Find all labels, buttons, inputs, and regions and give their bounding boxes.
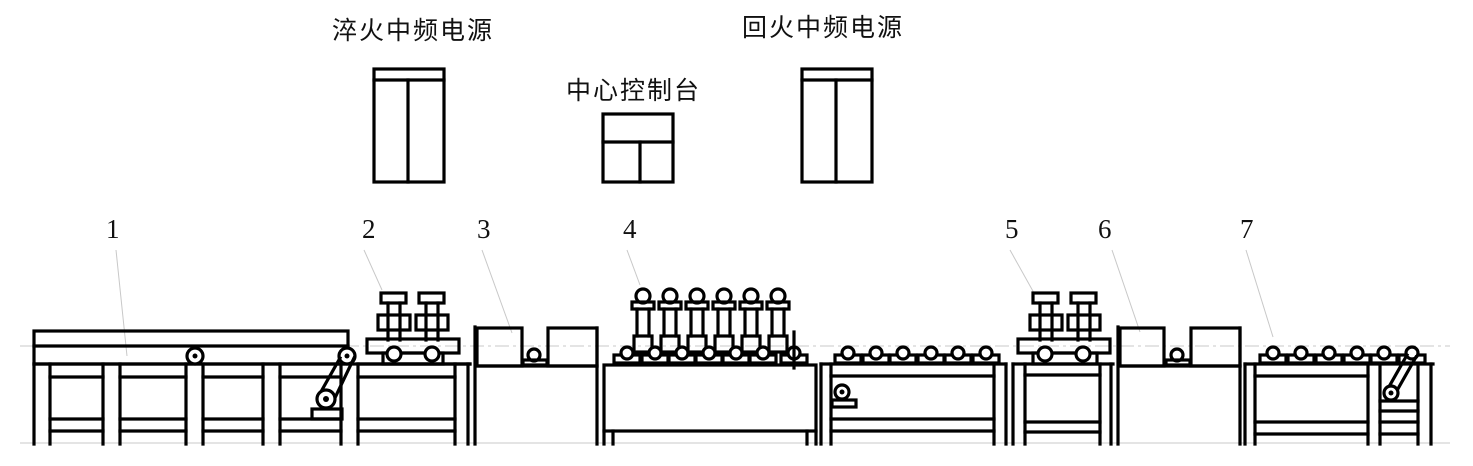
roller-icon (840, 345, 856, 361)
station-3-quench-heater (473, 325, 599, 446)
roller-icon (923, 345, 939, 361)
control-console-cabinet (601, 112, 675, 184)
control-console-label: 中心控制台 (566, 76, 701, 105)
station-label-3: 3 (477, 214, 491, 244)
roller-icon (755, 345, 771, 361)
quench-power-cabinet (372, 67, 446, 184)
station-5-pinch-roller (1011, 291, 1115, 446)
station-6-temper-heater (1116, 325, 1242, 446)
station-label-7: 7 (1240, 214, 1254, 244)
station-label-1: 1 (106, 214, 120, 244)
roller-icon (1376, 345, 1392, 361)
station-7-discharge-table (1243, 345, 1435, 446)
roller-icon (1349, 345, 1365, 361)
station-label-4: 4 (623, 214, 637, 244)
roller-icon (1321, 345, 1337, 361)
station-label-5: 5 (1005, 214, 1019, 244)
temper-power-cabinet (800, 67, 874, 184)
intermediate-roller-table (819, 345, 1008, 446)
roller-icon (674, 345, 690, 361)
roller-icon (619, 345, 635, 361)
station-labels: 1 2 3 4 5 6 7 (106, 214, 1274, 357)
temper-power-label: 回火中频电源 (742, 13, 904, 42)
roller-icon (950, 345, 966, 361)
station-label-6: 6 (1098, 214, 1112, 244)
spray-table-body (602, 363, 818, 433)
station-2-pinch-roller (356, 291, 472, 446)
roller-icon (701, 345, 717, 361)
roller-icon (978, 345, 994, 361)
station-1-loading-conveyor (32, 329, 472, 446)
station-4-quench-spray (602, 287, 818, 446)
roller-icon (1293, 345, 1309, 361)
roller-icon (647, 345, 663, 361)
roller-icon (868, 345, 884, 361)
station-label-2: 2 (362, 214, 376, 244)
roller-icon (1265, 345, 1281, 361)
roller-icon (895, 345, 911, 361)
quench-power-label: 淬火中频电源 (332, 16, 494, 45)
roller-icon (728, 345, 744, 361)
